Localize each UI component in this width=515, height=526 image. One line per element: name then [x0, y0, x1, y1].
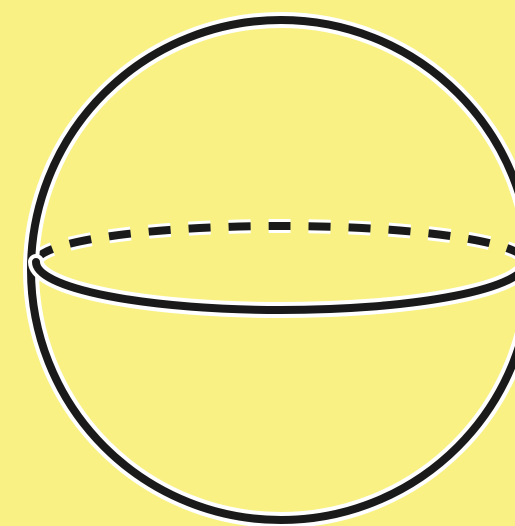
sphere-icon [0, 0, 515, 526]
sphere-diagram [0, 0, 515, 526]
